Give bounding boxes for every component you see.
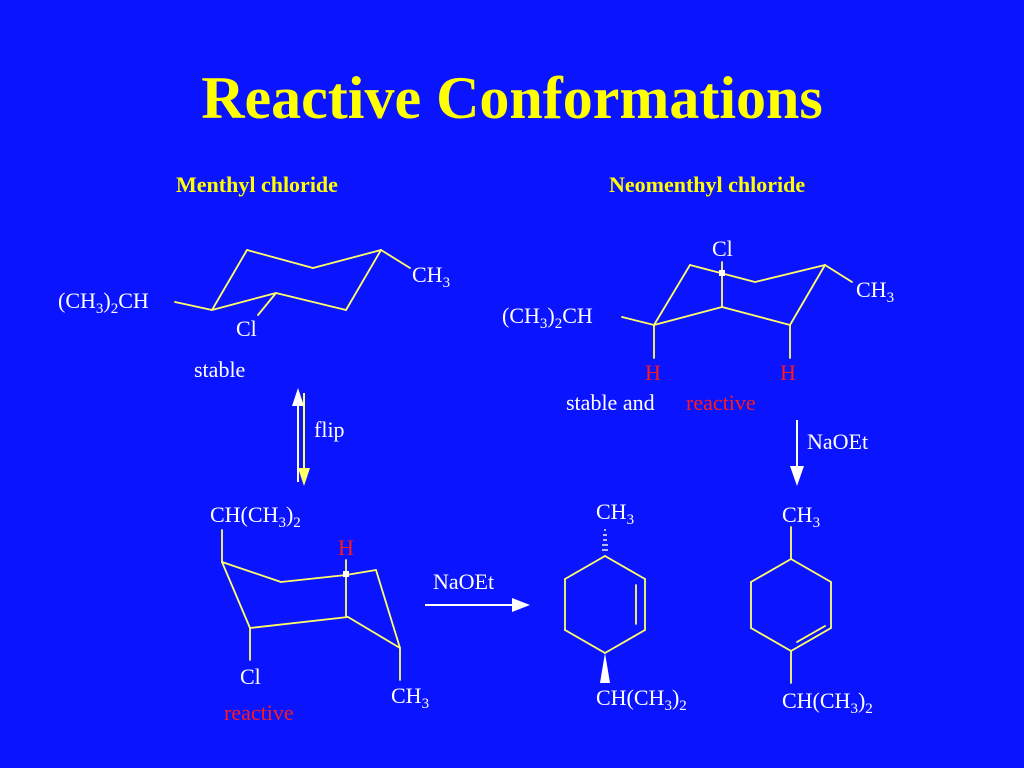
naoet-vertical-arrow [790, 420, 804, 486]
flipped-chair [221, 529, 401, 681]
menthyl-methyl-label: CH3 [412, 262, 451, 292]
flipped-status-label: reactive [224, 700, 294, 725]
hashed-wedge [602, 529, 608, 551]
header-menthyl-chloride: Menthyl chloride [176, 172, 338, 197]
slide-title: Reactive Conformations [201, 65, 823, 131]
neomenthyl-methyl-label: CH3 [856, 277, 895, 307]
product-left-ring [564, 555, 646, 654]
neomenthyl-status-prefix: stable and [566, 390, 655, 415]
product-right-bottom-label: CH(CH3)2 [782, 688, 873, 718]
naoet-horizontal-arrow [425, 598, 530, 612]
menthyl-isopropyl-label: (CH3)2CH [58, 288, 149, 318]
flip-arrows [292, 388, 310, 486]
reagent-vertical-label: NaOEt [807, 429, 869, 454]
menthyl-status-label: stable [194, 357, 246, 382]
product-right-top-label: CH3 [782, 502, 821, 532]
flip-label: flip [314, 417, 345, 442]
stereo-dot-neomenthyl [719, 270, 725, 276]
neomenthyl-isopropyl-label: (CH3)2CH [502, 303, 593, 333]
product-left-bottom-label: CH(CH3)2 [596, 685, 687, 715]
menthyl-chair [174, 249, 411, 316]
product-left-top-label: CH3 [596, 499, 635, 529]
solid-wedge [600, 653, 610, 683]
neomenthyl-chloro-label: Cl [712, 236, 733, 261]
reagent-horizontal-label: NaOEt [433, 569, 495, 594]
flipped-chloro-label: Cl [240, 664, 261, 689]
stereo-dot-flipped [343, 571, 349, 577]
flipped-methyl-label: CH3 [391, 683, 430, 713]
flipped-hydrogen-label: H [338, 535, 354, 560]
menthyl-chloro-label: Cl [236, 316, 257, 341]
flipped-isopropyl-label: CH(CH3)2 [210, 502, 301, 532]
neomenthyl-status-reactive: reactive [686, 390, 756, 415]
product-right-ring [750, 526, 832, 684]
neomenthyl-chair [621, 261, 853, 359]
neomenthyl-hydrogen-right: H [780, 360, 796, 385]
header-neomenthyl-chloride: Neomenthyl chloride [609, 172, 806, 197]
neomenthyl-hydrogen-left: H [645, 360, 661, 385]
